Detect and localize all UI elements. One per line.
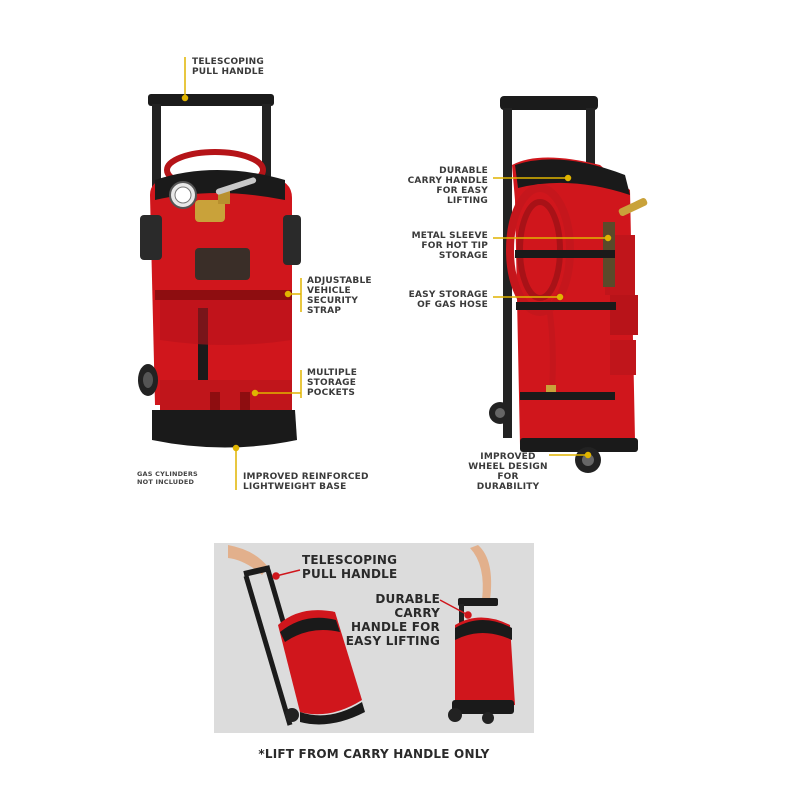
usage-panel-callout-lines [272,569,472,619]
footnote-lift-warning: *LIFT FROM CARRY HANDLE ONLY [258,747,490,761]
callout-metal-sleeve: METAL SLEEVE FOR HOT TIP STORAGE [411,231,488,261]
front-view-callout-lines [181,57,302,490]
callout-durable-carry-handle: DURABLE CARRY HANDLE FOR EASY LIFTING [407,166,488,206]
usage-panel-photo [228,545,515,726]
front-view-cart [138,94,301,448]
callout-telescoping-pull-handle: TELESCOPING PULL HANDLE [192,57,265,77]
callout-adjustable-strap: ADJUSTABLE VEHICLE SECURITY STRAP [307,276,372,316]
panel-callout-pull-handle: TELESCOPING PULL HANDLE [302,553,398,581]
back-view-callout-lines [493,174,612,459]
callout-easy-storage-hose: EASY STORAGE OF GAS HOSE [408,290,488,310]
callout-reinforced-base: IMPROVED REINFORCED LIGHTWEIGHT BASE [243,472,369,492]
back-view-cart [489,96,648,473]
callout-multiple-pockets: MULTIPLE STORAGE POCKETS [307,368,358,398]
note-gas-cylinders: GAS CYLINDERS NOT INCLUDED [137,470,198,486]
callout-improved-wheel: IMPROVED WHEEL DESIGN FOR DURABILITY [468,452,548,492]
panel-callout-carry-handle: DURABLE CARRY HANDLE FOR EASY LIFTING [345,592,440,648]
